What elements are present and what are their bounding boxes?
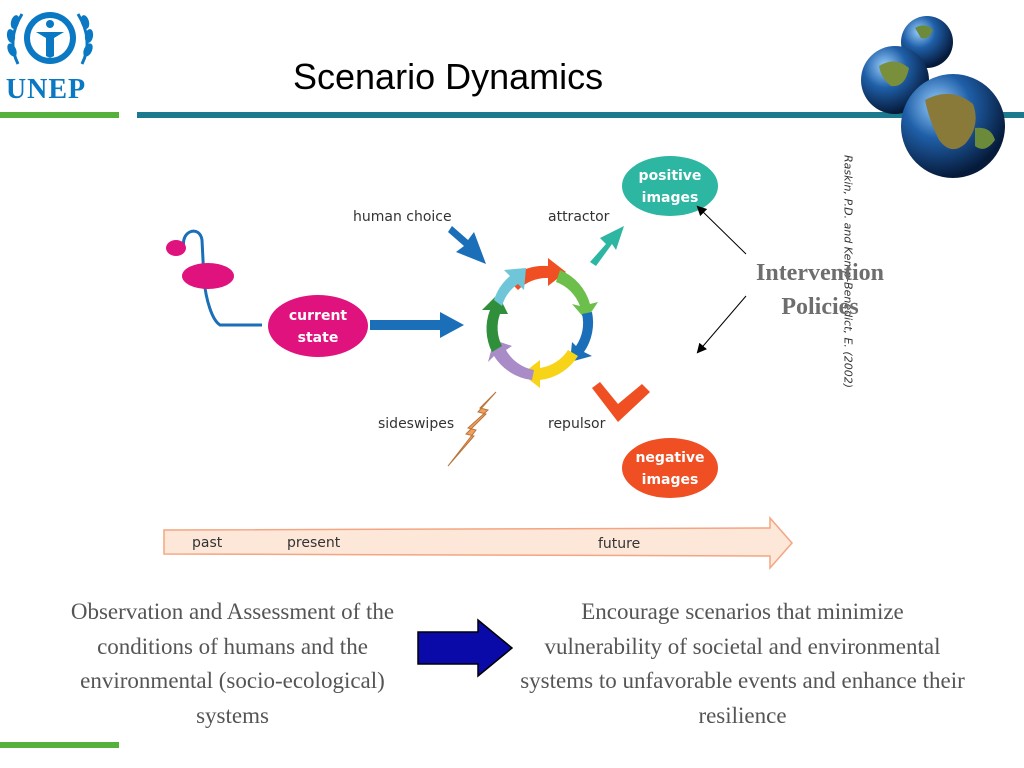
- intervention-line-2: Policies: [781, 294, 859, 320]
- repulsor-label: repulsor: [548, 416, 606, 432]
- right-arrow-icon: [416, 618, 516, 678]
- slide-title: Scenario Dynamics: [293, 56, 604, 97]
- positive-images-oval: positive images: [622, 156, 718, 216]
- footer-rule-green: [0, 742, 119, 748]
- human-choice-label: human choice: [353, 209, 452, 225]
- timeline-arrow: past present future: [163, 516, 793, 570]
- sideswipes-bolt: [447, 391, 497, 467]
- attractor-arrow: [590, 226, 624, 266]
- negative-images-oval: negative images: [622, 438, 718, 498]
- positive-label-1: positive: [639, 168, 702, 184]
- attractor-label: attractor: [548, 209, 610, 225]
- current-state-oval: current state: [268, 295, 368, 357]
- current-state-label-2: state: [298, 330, 339, 346]
- header-rule-green: [0, 112, 119, 118]
- scenario-diagram: current state human choice attractor sid…: [163, 156, 793, 570]
- observation-text: Observation and Assessment of the condit…: [70, 599, 395, 728]
- intervention-policies: Intervention Policies: [740, 256, 900, 324]
- logo-text: UNEP: [5, 74, 87, 105]
- negative-label-1: negative: [635, 450, 704, 466]
- current-state-path: [166, 229, 262, 327]
- current-state-label-1: current: [289, 308, 348, 324]
- timeline-present: present: [287, 535, 341, 551]
- timeline-past: past: [192, 535, 223, 551]
- negative-label-2: images: [642, 472, 699, 488]
- sideswipes-label: sideswipes: [378, 416, 454, 432]
- human-choice-arrow: [448, 226, 486, 264]
- header-rule-teal: [137, 112, 1024, 118]
- intervention-arrow-up: [696, 205, 747, 255]
- encourage-text: Encourage scenarios that minimize vulner…: [520, 599, 965, 728]
- intervention-line-1: Intervention: [756, 260, 884, 286]
- repulsor-arrow: [592, 382, 650, 422]
- current-to-cycle-arrow: [370, 312, 464, 338]
- intervention-arrow-down: [696, 295, 747, 354]
- globes-illustration: [855, 8, 1015, 188]
- timeline-future: future: [598, 536, 640, 552]
- unep-logo: [0, 0, 100, 108]
- positive-label-2: images: [642, 190, 699, 206]
- scenario-cycle: [482, 258, 598, 388]
